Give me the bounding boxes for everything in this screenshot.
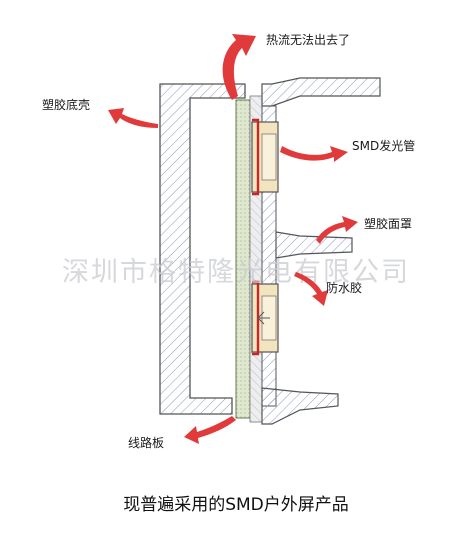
label-heat: 热流无法出去了 xyxy=(266,33,350,47)
plastic-face-mask xyxy=(261,77,381,425)
caption: 现普遍采用的SMD户外屏产品 xyxy=(123,495,349,515)
label-waterproof: 防水胶 xyxy=(326,280,362,295)
pcb-arrow-icon xyxy=(184,416,236,444)
callout-arrows xyxy=(108,34,358,444)
smd-arrow-icon xyxy=(280,146,348,162)
smd-led-upper xyxy=(251,118,279,196)
waterproof-arrow-icon xyxy=(294,272,328,306)
plastic-base-shell xyxy=(159,83,246,415)
base-arrow-icon xyxy=(108,108,158,128)
smd-led-lower xyxy=(251,280,279,356)
label-base: 塑胶底壳 xyxy=(42,97,90,112)
label-mask: 塑胶面罩 xyxy=(364,216,412,231)
mask-arrow-icon xyxy=(316,216,358,244)
label-smd: SMD发光管 xyxy=(352,138,415,153)
heat-arrow-icon xyxy=(222,34,256,100)
watermark-text: 深圳市格特隆光电有限公司 xyxy=(62,257,410,288)
label-pcb: 线路板 xyxy=(128,435,164,450)
